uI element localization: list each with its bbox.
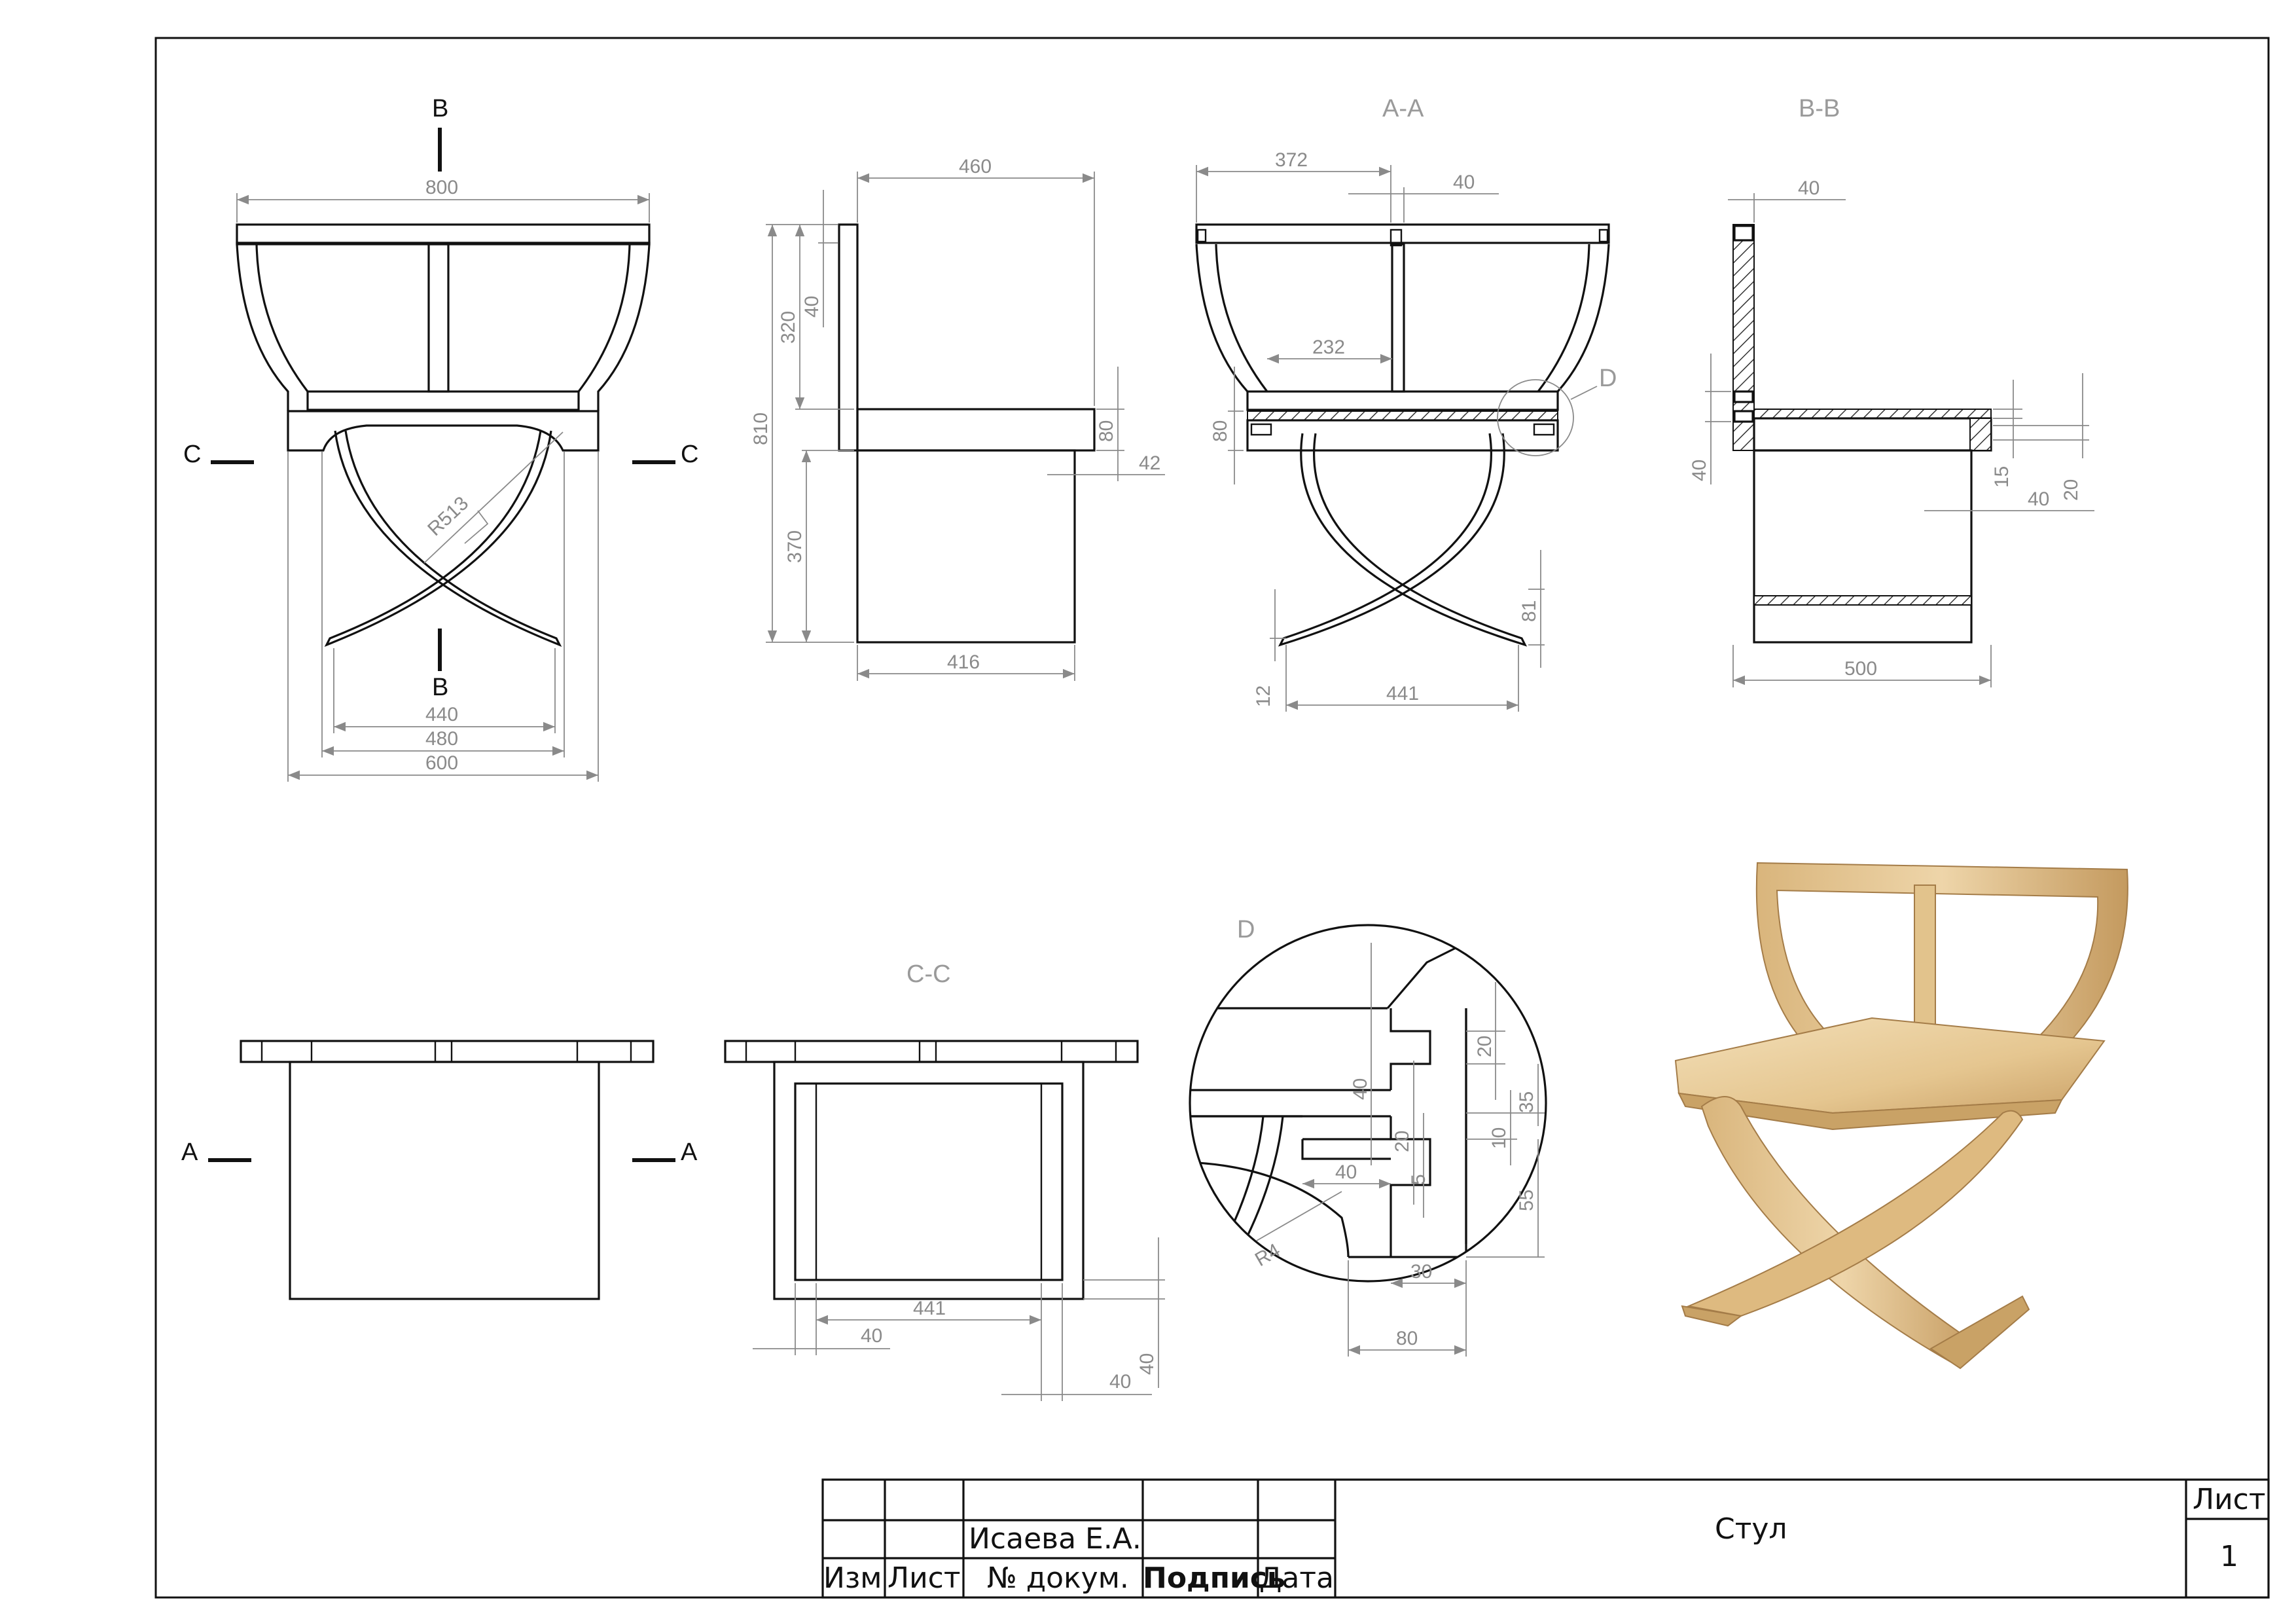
dim-front-480: 480 xyxy=(425,728,458,750)
dim-a-372: 372 xyxy=(1275,149,1308,171)
sheet-label: Лист xyxy=(2193,1483,2266,1516)
chair-render xyxy=(1674,862,2128,1370)
cut-c-right: C xyxy=(681,441,698,468)
dim-a-232: 232 xyxy=(1312,337,1345,358)
dim-d-10: 10 xyxy=(1488,1127,1510,1149)
dim-b-40-left: 40 xyxy=(1689,460,1710,481)
label-section-c: C-C xyxy=(906,960,951,988)
dim-side-42: 42 xyxy=(1139,452,1160,474)
dim-b-15: 15 xyxy=(1991,466,2013,488)
section-a-a: A-A D 372 40 232 80 xyxy=(1195,95,1617,712)
col-doc-number: № докум. xyxy=(987,1561,1129,1595)
section-b-b: B-B 40 40 15 40 20 500 xyxy=(1689,95,2094,687)
dim-a-12: 12 xyxy=(1253,685,1274,707)
detail-d: D 40 20 5 20 xyxy=(1189,916,1547,1357)
cut-a-left: A xyxy=(181,1139,198,1166)
label-d-ref: D xyxy=(1599,365,1617,392)
dim-front-800: 800 xyxy=(425,177,458,198)
author-name: Исаева Е.А. xyxy=(969,1522,1141,1556)
dim-c-40-left: 40 xyxy=(861,1325,882,1347)
dim-c-441: 441 xyxy=(913,1298,946,1319)
dim-side-370: 370 xyxy=(784,530,806,563)
dim-front-440: 440 xyxy=(425,704,458,725)
sheet-frame xyxy=(154,37,2270,1599)
front-view: R513 800 440 480 600 B B C C xyxy=(183,95,698,782)
dim-b-40-top: 40 xyxy=(1798,177,1820,199)
top-view: A A xyxy=(181,1040,698,1300)
dim-side-320: 320 xyxy=(778,311,799,344)
dim-side-80: 80 xyxy=(1096,420,1117,442)
dim-c-40-right: 40 xyxy=(1109,1371,1131,1393)
title-block: Исаева Е.А. Изм Лист № докум. Подпись Да… xyxy=(821,1478,2270,1599)
dim-side-416: 416 xyxy=(947,651,980,673)
cut-b-bottom: B xyxy=(432,674,448,701)
dim-side-40: 40 xyxy=(801,296,823,318)
dim-side-460: 460 xyxy=(959,156,992,177)
dim-b-500: 500 xyxy=(1844,658,1877,680)
dim-b-40-right: 40 xyxy=(2028,488,2049,510)
dim-b-20: 20 xyxy=(2060,479,2082,501)
drawing-title: Стул xyxy=(1715,1512,1787,1546)
col-signature: Подпись xyxy=(1143,1561,1285,1595)
dim-d-h40: 40 xyxy=(1335,1161,1357,1183)
dim-d-35: 35 xyxy=(1516,1091,1537,1113)
dim-d-55: 55 xyxy=(1516,1190,1537,1211)
dim-d-40: 40 xyxy=(1350,1078,1371,1100)
dim-a-40: 40 xyxy=(1453,172,1475,193)
section-c-c: C-C 441 40 40 40 xyxy=(724,960,1165,1401)
label-section-a: A-A xyxy=(1382,95,1424,122)
dim-d-20b: 20 xyxy=(1391,1131,1413,1152)
dim-front-600: 600 xyxy=(425,752,458,774)
cut-b-top: B xyxy=(432,95,448,122)
dim-d-80: 80 xyxy=(1396,1328,1418,1349)
col-izm: Изм xyxy=(823,1561,882,1595)
sheet-number: 1 xyxy=(2220,1540,2238,1573)
col-date: Дата xyxy=(1259,1561,1334,1595)
dim-d-20a: 20 xyxy=(1474,1036,1496,1057)
dim-d-r4: R4 xyxy=(1251,1239,1284,1271)
dim-a-81: 81 xyxy=(1518,600,1540,622)
label-section-b: B-B xyxy=(1799,95,1840,122)
label-detail-d: D xyxy=(1237,916,1255,943)
side-view: 460 810 320 40 370 80 42 416 xyxy=(750,156,1165,681)
dim-side-810: 810 xyxy=(750,412,772,445)
dim-a-80: 80 xyxy=(1210,420,1231,442)
dim-d-30: 30 xyxy=(1410,1261,1432,1283)
dim-front-radius: R513 xyxy=(423,492,473,540)
cut-a-right: A xyxy=(681,1139,698,1166)
dim-a-441: 441 xyxy=(1386,683,1419,704)
dim-c-40-h: 40 xyxy=(1136,1353,1158,1375)
cut-c-left: C xyxy=(183,441,201,468)
dim-d-5: 5 xyxy=(1408,1174,1429,1185)
col-list: Лист xyxy=(888,1561,961,1595)
